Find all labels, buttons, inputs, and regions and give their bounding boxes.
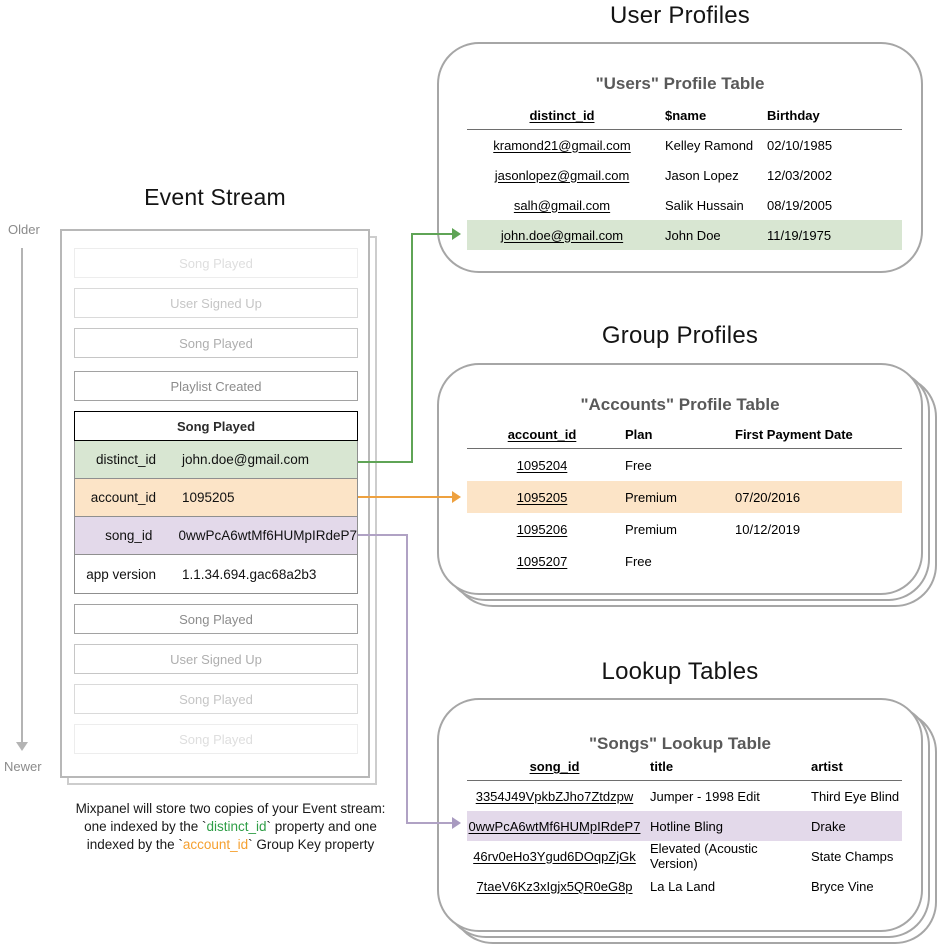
table-row: 3354J49VpkbZJho7Ztdzpw Jumper - 1998 Edi… [475, 788, 900, 804]
orange-arrowhead-icon [452, 491, 461, 503]
event-stream-container: Song Played User Signed Up Song Played P… [60, 229, 370, 778]
focused-event-properties: distinct_id john.doe@gmail.com account_i… [74, 441, 358, 594]
orange-arrow-segment [358, 496, 454, 498]
account-id-token: account_id [182, 837, 249, 853]
event-box: Song Played [74, 684, 358, 714]
table-header: account_id Plan First Payment Date [467, 421, 902, 449]
caption: Mixpanel will store two copies of your E… [75, 801, 386, 853]
table-header: distinct_id $name Birthday [467, 102, 902, 130]
table-row: 46rv0eHo3Ygud6DOqpZjGk Elevated (Acousti… [473, 841, 894, 871]
event-box: Song Played [74, 724, 358, 754]
user-profiles-title: User Profiles [610, 2, 750, 29]
group-profiles-title: Group Profiles [601, 322, 759, 349]
table-header: song_id title artist [467, 753, 902, 781]
table-row: kramond21@gmail.com Kelley Ramond 02/10/… [493, 137, 833, 153]
event-box: Playlist Created [74, 371, 358, 401]
table-row-highlighted: 0wwPcA6wtMf6HUMpIRdeP7 Hotline Bling Dra… [467, 811, 902, 841]
table-row: salh@gmail.com Salik Hussain 08/19/2005 [513, 197, 833, 213]
older-label: Older [8, 222, 40, 237]
accounts-table: account_id Plan First Payment Date 10952… [467, 421, 902, 577]
property-row-app-version: app version 1.1.34.694.gac68a2b3 [75, 555, 357, 593]
songs-lookup-card: "Songs" Lookup Table song_id title artis… [437, 698, 923, 932]
table-row-highlighted: john.doe@gmail.com John Doe 11/19/1975 [467, 220, 902, 250]
purple-arrow-segment [358, 534, 408, 536]
distinct-id-token: distinct_id [206, 819, 267, 835]
newer-label: Newer [4, 759, 42, 774]
property-row-account-id: account_id 1095205 [75, 479, 357, 517]
event-box: Song Played [74, 328, 358, 358]
event-box: Song Played [74, 604, 358, 634]
green-arrow-segment [411, 233, 413, 463]
songs-table-title: "Songs" Lookup Table [588, 734, 772, 753]
property-row-distinct-id: distinct_id john.doe@gmail.com [75, 441, 357, 479]
table-row-highlighted: 1095205 Premium 07/20/2016 [467, 481, 902, 513]
users-profile-card: "Users" Profile Table distinct_id $name … [437, 42, 923, 273]
table-row: 1095204 Free [516, 457, 652, 473]
green-arrow-segment [411, 233, 454, 235]
table-row: 7taeV6Kz3xIgjx5QR0eG8p La La Land Bryce … [476, 878, 874, 894]
lookup-tables-title: Lookup Tables [601, 658, 759, 685]
timeline-line [21, 248, 23, 742]
property-row-song-id: song_id 0wwPcA6wtMf6HUMpIRdeP7 [75, 517, 357, 555]
green-arrowhead-icon [452, 228, 461, 240]
table-row: 1095206 Premium 10/12/2019 [516, 521, 801, 537]
table-row: 1095207 Free [516, 553, 652, 569]
green-arrow-segment [358, 461, 413, 463]
songs-table: song_id title artist 3354J49VpkbZJho7Ztd… [467, 753, 902, 901]
event-box: User Signed Up [74, 644, 358, 674]
users-table-title: "Users" Profile Table [595, 74, 765, 93]
focused-event-header: Song Played [74, 411, 358, 441]
accounts-table-title: "Accounts" Profile Table [580, 395, 780, 414]
purple-arrow-segment [406, 534, 408, 824]
event-box: Song Played [74, 248, 358, 278]
accounts-profile-card: "Accounts" Profile Table account_id Plan… [437, 363, 923, 595]
event-stream-title: Event Stream [144, 184, 286, 210]
table-row: jasonlopez@gmail.com Jason Lopez 12/03/2… [494, 167, 833, 183]
purple-arrow-segment [406, 822, 454, 824]
event-box: User Signed Up [74, 288, 358, 318]
purple-arrowhead-icon [452, 817, 461, 829]
users-table: distinct_id $name Birthday kramond21@gma… [467, 102, 902, 250]
arrow-down-icon [16, 742, 28, 751]
